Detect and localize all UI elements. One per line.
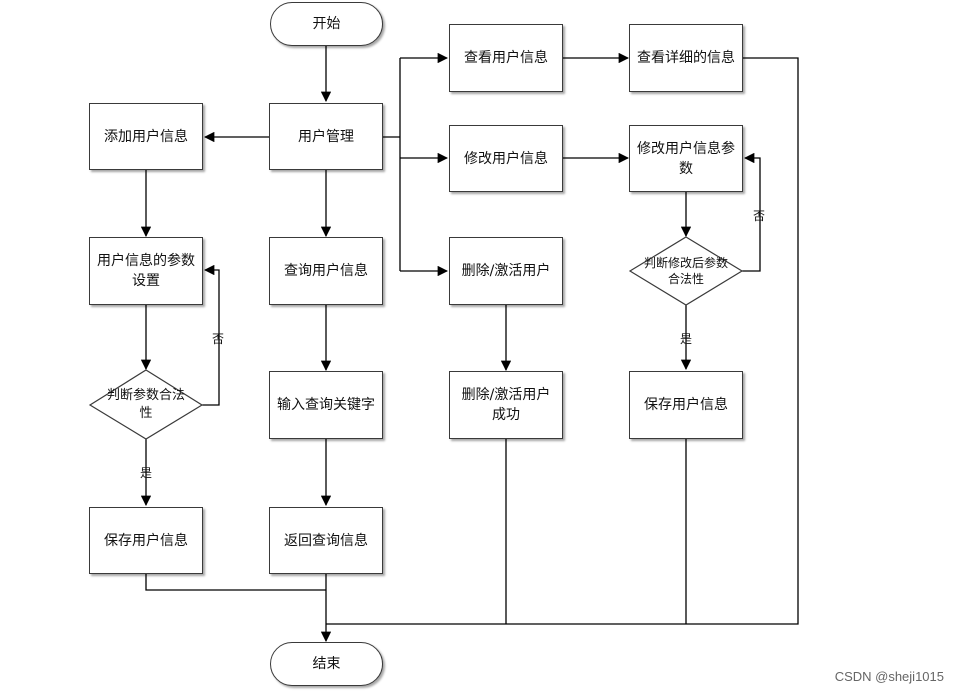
view-detail-node: 查看详细的信息 <box>629 24 743 92</box>
edge-save-left-to-end <box>145 574 326 591</box>
param-settings-node: 用户信息的参数设置 <box>89 237 203 305</box>
edge-label-no-left: 否 <box>212 332 225 346</box>
save-user-right-node: 保存用户信息 <box>629 371 743 439</box>
watermark: CSDN @sheji1015 <box>834 669 944 684</box>
check-params-label: 判断参数合法性 <box>106 388 185 421</box>
input-keyword-node: 输入查询关键字 <box>269 371 383 439</box>
return-query-node: 返回查询信息 <box>269 507 383 574</box>
start-node: 开始 <box>270 2 383 46</box>
end-node: 结束 <box>270 642 383 686</box>
edge-check-no-loop-left <box>202 264 220 406</box>
check-modified-label: 判断修改后参数合法性 <box>644 256 729 286</box>
user-management-node: 用户管理 <box>269 103 383 170</box>
view-user-node: 查看用户信息 <box>449 24 563 92</box>
decision-check-params-shape <box>88 369 204 440</box>
edge-label-yes-left: 是 <box>140 466 153 480</box>
edge-detail-to-end <box>326 57 799 625</box>
delete-activate-node: 删除/激活用户 <box>449 237 563 305</box>
save-user-left-node: 保存用户信息 <box>89 507 203 574</box>
edge-check-no-loop-right <box>742 152 761 272</box>
query-user-node: 查询用户信息 <box>269 237 383 305</box>
delete-success-node: 删除/激活用户成功 <box>449 371 563 439</box>
modify-user-node: 修改用户信息 <box>449 125 563 192</box>
decision-check-modified-shape <box>628 236 744 306</box>
edge-label-no-right: 否 <box>753 209 766 223</box>
add-user-node: 添加用户信息 <box>89 103 203 170</box>
edge-label-yes-right: 是 <box>680 332 693 346</box>
modify-params-node: 修改用户信息参数 <box>629 125 743 192</box>
